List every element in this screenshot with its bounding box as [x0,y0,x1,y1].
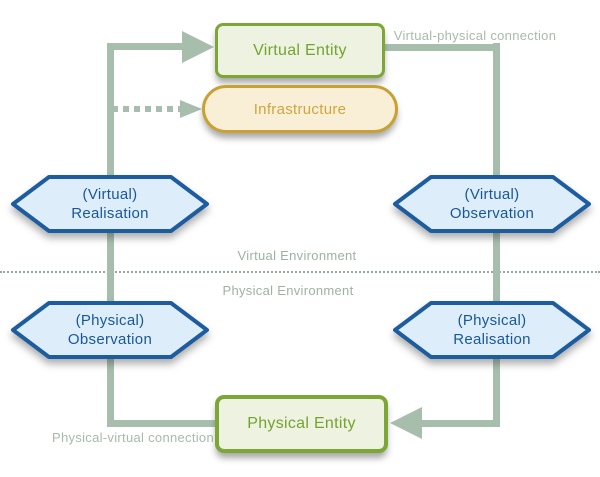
infrastructure-label: Infrastructure [253,100,347,118]
virtual-observation-hexagon: (Virtual) Observation [392,173,592,235]
virtual-entity-node: Virtual Entity [215,23,385,78]
virtual-observation-label: (Virtual) Observation [449,186,535,222]
connector-into-physical-entity [420,420,500,427]
infrastructure-node: Infrastructure [202,85,398,133]
physical-observation-hexagon: (Physical) Observation [10,299,210,361]
physical-environment-label: Physical Environment [222,283,354,298]
environment-divider-line [0,271,600,273]
physical-virtual-connection-label: Physical-virtual connection [51,430,214,445]
connector-from-virtual-entity [385,44,500,51]
dotted-connector-to-infrastructure [112,106,180,112]
physical-virtual-connector-vertical [107,43,114,427]
virtual-entity-label: Virtual Entity [253,41,347,59]
physical-observation-label: (Physical) Observation [67,312,153,348]
connector-from-physical-entity [107,420,217,427]
physical-realisation-hexagon: (Physical) Realisation [392,299,592,361]
arrowhead-into-virtual-entity-icon [182,31,214,63]
hexagon-shape [11,301,209,359]
hexagon-shape [393,301,591,359]
virtual-environment-label: Virtual Environment [237,248,357,263]
virtual-physical-connector-vertical [493,43,500,427]
physical-entity-label: Physical Entity [247,415,356,432]
physical-realisation-label: (Physical) Realisation [453,312,531,348]
arrowhead-into-infrastructure-icon [180,100,202,118]
arrowhead-into-physical-entity-icon [390,407,422,439]
connector-into-virtual-entity [107,43,185,50]
virtual-physical-connection-label: Virtual-physical connection [393,28,557,43]
hexagon-shape [393,175,591,233]
physical-entity-node: Physical Entity [215,395,388,453]
virtual-realisation-hexagon: (Virtual) Realisation [10,173,210,235]
hexagon-shape [11,175,209,233]
virtual-realisation-label: (Virtual) Realisation [71,186,149,222]
